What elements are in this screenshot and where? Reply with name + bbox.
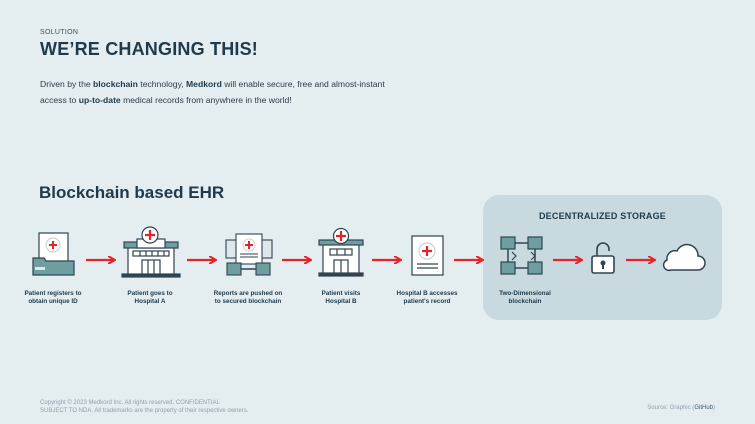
intro-bold-blockchain: blockchain: [93, 79, 138, 89]
section-eyebrow: SOLUTION: [40, 29, 79, 36]
step-label-reports: Reports are pushed on to secured blockch…: [213, 290, 283, 305]
step-label-register: Patient registers to obtain unique ID: [24, 290, 82, 305]
intro-paragraph: Driven by the blockchain technology, Med…: [40, 77, 400, 108]
step-label-hospital-b: Patient visits Hospital B: [321, 290, 361, 305]
section-title: Blockchain based EHR: [39, 183, 225, 202]
step-label-blockchain: Two-Dimensional blockchain: [499, 290, 551, 305]
intro-text-3: will enable secure, free and almost-inst…: [40, 79, 385, 105]
intro-bold-medkord: Medkord: [186, 79, 222, 89]
storage-panel-title: DECENTRALIZED STORAGE: [538, 211, 667, 221]
intro-text-1: Driven by the: [40, 79, 94, 89]
blockchain-icon: [500, 236, 543, 275]
intro-text-4: medical records from anywhere in the wor…: [120, 94, 292, 105]
cloud-icon: [662, 243, 706, 272]
clinic-icon: [318, 227, 364, 277]
page-title: WE’RE CHANGING THIS!: [40, 39, 258, 59]
footer-source: Source: Graphic (GitHub): [647, 405, 715, 411]
github-source-link[interactable]: GitHub: [694, 405, 713, 411]
intro-text-2: technology,: [137, 79, 187, 89]
hospital-icon: [121, 226, 181, 278]
step-label-hospital-a: Patient goes to Hospital A: [127, 290, 173, 305]
step-label-access-record: Hospital B accesses patient's record: [396, 290, 458, 305]
intro-bold-up-to-date: up-to-date: [78, 94, 121, 105]
reports-push-icon: [225, 233, 273, 276]
unlocked-padlock-icon: [591, 242, 615, 274]
footer-copyright: Copyright © 2023 Medkord Inc. All rights…: [40, 400, 249, 414]
registration-card-icon: [32, 232, 75, 276]
medical-record-icon: [411, 235, 444, 276]
